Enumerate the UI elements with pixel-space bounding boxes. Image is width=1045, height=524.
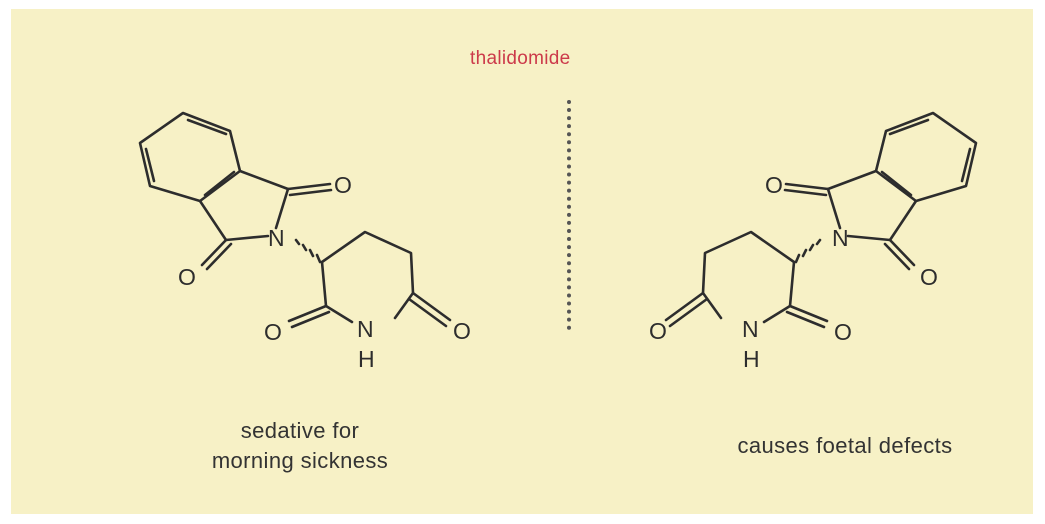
right-benzene-ring: [874, 111, 978, 203]
mirror-plane-line: [567, 100, 571, 330]
right-oxygen-bottom: O: [920, 264, 938, 290]
right-nitrogen-amide: N: [742, 316, 759, 342]
left-nitrogen-amide: N: [357, 316, 374, 342]
left-caption: sedative for morning sickness: [150, 416, 450, 476]
left-caption-line-1: sedative for: [240, 418, 360, 443]
right-hydrogen-amide: H: [743, 346, 760, 372]
right-oxygen-top: O: [765, 172, 783, 198]
left-piperidine-ring: [320, 230, 415, 320]
right-oxygen-left: O: [834, 319, 852, 345]
left-oxygen-left: O: [264, 319, 282, 345]
left-nitrogen-imide: N: [268, 225, 285, 251]
left-oxygen-bottom: O: [178, 264, 196, 290]
left-oxygen-top: O: [334, 172, 352, 198]
right-nitrogen-imide: N: [832, 225, 849, 251]
right-caption-text: causes foetal defects: [737, 433, 953, 458]
diagram-title: thalidomide: [470, 48, 571, 69]
left-oxygen-right: O: [453, 318, 471, 344]
right-piperidine-ring: [701, 230, 796, 320]
right-oxygen-right: O: [649, 318, 667, 344]
right-caption: causes foetal defects: [660, 431, 1030, 461]
left-caption-line-2: morning sickness: [211, 448, 389, 473]
left-hydrogen-amide: H: [358, 346, 375, 372]
diagram-panel: [11, 9, 1033, 514]
